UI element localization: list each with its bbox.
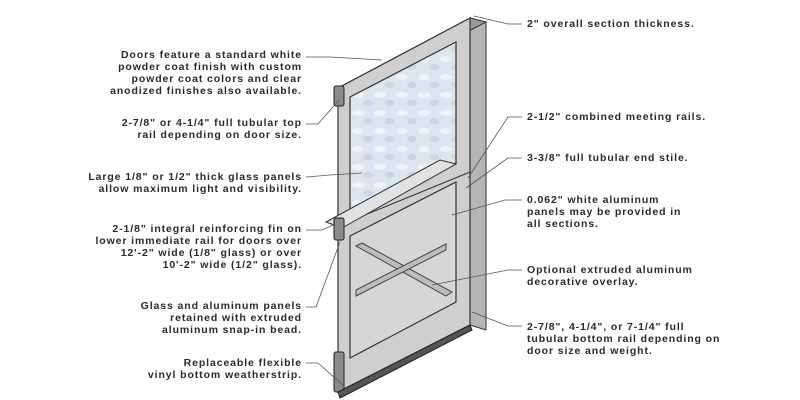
end-stile-side xyxy=(469,17,487,331)
callout-line: decorative overlay. xyxy=(527,276,639,288)
rail-profiles xyxy=(333,85,345,393)
callout-meeting-rails: 2-1/2" combined meeting rails. xyxy=(527,111,706,123)
callout-end-stile: 3-3/8" full tubular end stile. xyxy=(527,152,689,164)
callout-line: door size and weight. xyxy=(527,345,653,357)
callout-decorative-overlay: Optional extruded aluminum decorative ov… xyxy=(527,264,693,288)
callout-glass-panels: Large 1/8" or 1/2" thick glass panels al… xyxy=(88,171,302,195)
callout-powder-coat: Doors feature a standard white powder co… xyxy=(110,49,302,97)
callout-line: Glass and aluminum panels xyxy=(140,300,302,312)
callout-top-rail: 2-7/8" or 4-1/4" full tubular top rail d… xyxy=(122,117,302,141)
callout-line: 12'-2" wide (1/8" glass) or over xyxy=(120,247,302,259)
callout-line: lower immediate rail for doors over xyxy=(95,235,302,247)
callout-line: Doors feature a standard white xyxy=(120,49,302,61)
callout-line: anodized finishes also available. xyxy=(110,85,302,97)
callout-line: 0.062" white aluminum xyxy=(527,194,660,206)
callout-line: 10'-2" wide (1/2" glass). xyxy=(162,259,302,271)
callout-line: tubular bottom rail depending on xyxy=(527,333,721,345)
callout-line: Optional extruded aluminum xyxy=(527,264,693,276)
callout-line: retained with extruded xyxy=(170,312,302,324)
callout-bottom-rail: 2-7/8", 4-1/4", or 7-1/4" full tubular b… xyxy=(527,321,720,357)
weatherstrip xyxy=(337,324,473,399)
callout-line: powder coat colors and clear xyxy=(131,73,302,85)
callout-snap-in-bead: Glass and aluminum panels retained with … xyxy=(141,300,302,336)
callout-line: panels may be provided in xyxy=(527,206,682,218)
callout-line: 2-1/8" integral reinforcing fin on xyxy=(112,223,302,235)
callout-aluminum-panels: 0.062" white aluminum panels may be prov… xyxy=(527,194,681,230)
decorative-overlay xyxy=(354,242,453,297)
callout-reinforcing-fin: 2-1/8" integral reinforcing fin on lower… xyxy=(95,223,302,271)
callout-line: Replaceable flexible xyxy=(183,357,302,369)
callout-line: vinyl bottom weatherstrip. xyxy=(147,369,302,381)
callout-line: powder coat finish with custom xyxy=(118,61,302,73)
callout-line: 2-7/8" or 4-1/4" full tubular top xyxy=(121,117,302,129)
callout-line: 2-1/2" combined meeting rails. xyxy=(527,111,707,123)
callout-line: allow maximum light and visibility. xyxy=(98,183,302,195)
callout-line: aluminum snap-in bead. xyxy=(162,324,302,336)
leader-lines xyxy=(305,15,522,387)
callout-line: 3-3/8" full tubular end stile. xyxy=(527,152,689,164)
callout-line: 2" overall section thickness. xyxy=(527,18,695,30)
callout-line: 2-7/8", 4-1/4", or 7-1/4" full xyxy=(527,321,685,333)
callout-section-thickness: 2" overall section thickness. xyxy=(527,18,695,30)
callout-line: all sections. xyxy=(527,218,599,230)
callout-line: rail depending on door size. xyxy=(137,129,302,141)
callout-line: Large 1/8" or 1/2" thick glass panels xyxy=(88,171,302,183)
callout-weatherstrip: Replaceable flexible vinyl bottom weathe… xyxy=(148,357,302,381)
